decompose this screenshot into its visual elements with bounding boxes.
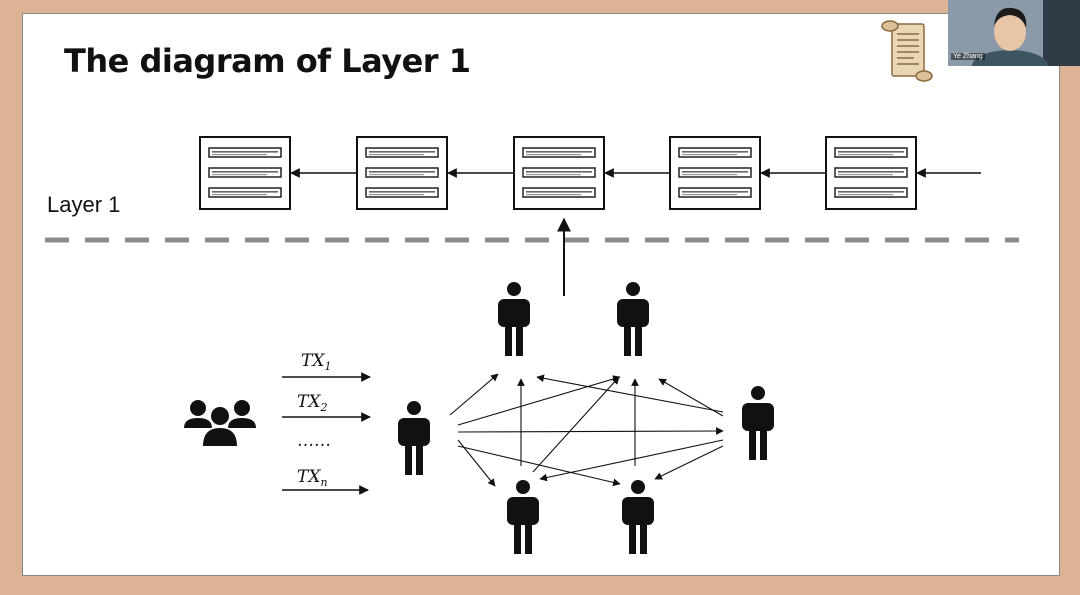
person-icon: [398, 401, 430, 475]
network-edge: [654, 445, 724, 480]
network-edge: [536, 374, 724, 413]
scroll-icon: [881, 20, 933, 82]
tx-label: TX1: [301, 351, 331, 373]
block: [669, 136, 761, 210]
layer1-diagram: TX1 TX2 …… TXn: [45, 136, 1019, 554]
presenter-avatar: [948, 0, 1080, 66]
block: [356, 136, 448, 210]
person-icon: [617, 282, 649, 356]
network-edge: [532, 376, 620, 473]
presenter-name: Ye Zhang: [951, 53, 985, 60]
tx-arrows: [282, 372, 371, 495]
person-icon: [622, 480, 654, 554]
block: [513, 136, 605, 210]
person-icon: [742, 386, 774, 460]
users-group-icon: [184, 400, 256, 446]
network-edge: [658, 378, 724, 417]
slide: The diagram of Layer 1 Layer 1: [22, 13, 1060, 576]
network-edge: [457, 427, 724, 435]
network-edge: [457, 375, 621, 426]
person-icon: [498, 282, 530, 356]
block: [825, 136, 917, 210]
slide-title: The diagram of Layer 1: [64, 42, 471, 80]
tx-label: TXn: [297, 467, 328, 489]
presenter-video[interactable]: Ye Zhang: [948, 0, 1080, 66]
layer-label: Layer 1: [47, 192, 121, 217]
network-edges: [449, 373, 724, 487]
network-edge: [449, 373, 499, 416]
network-edge: [539, 439, 724, 482]
person-icon: [507, 480, 539, 554]
tx-label-ellipsis: ……: [297, 431, 331, 451]
tx-label: TX2: [297, 392, 327, 414]
block: [199, 136, 291, 210]
